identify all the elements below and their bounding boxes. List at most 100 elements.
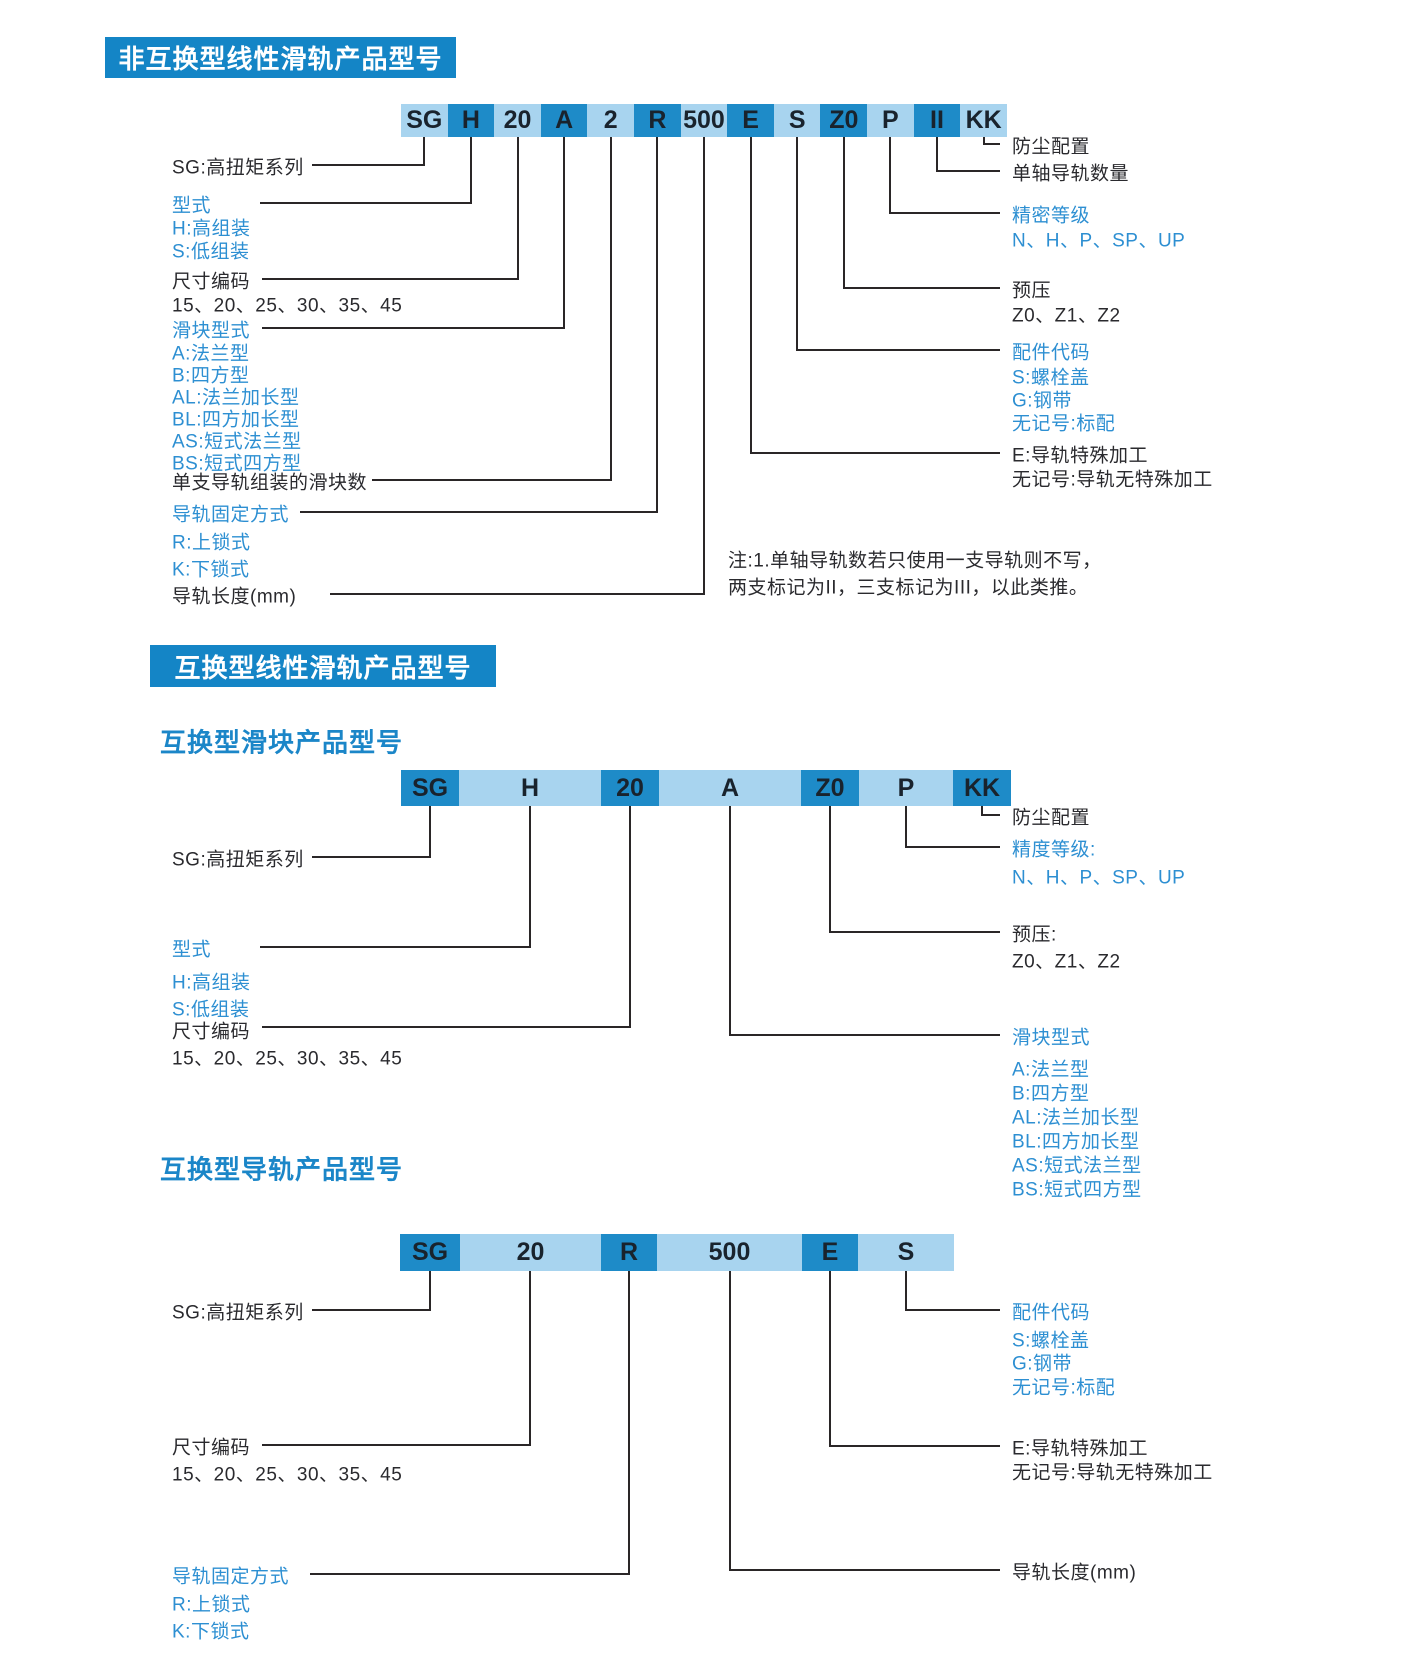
series-label: SG:高扭矩系列 xyxy=(172,1302,304,1324)
block-item: B:四方型 xyxy=(1012,1083,1090,1105)
connector-line xyxy=(429,1271,431,1311)
size-title: 尺寸编码 xyxy=(172,1437,251,1459)
block-item: B:四方型 xyxy=(172,365,250,387)
accessory-item: G:钢带 xyxy=(1012,1353,1073,1375)
connector-line xyxy=(310,1573,630,1575)
code-segment: H xyxy=(459,770,601,806)
size-title: 尺寸编码 xyxy=(172,1021,251,1043)
accessory-item: S:螺栓盖 xyxy=(1012,367,1090,389)
connector-line xyxy=(262,1444,531,1446)
fix-item: K:下锁式 xyxy=(172,559,250,581)
connector-line xyxy=(829,806,831,933)
connector-line xyxy=(936,170,1000,172)
connector-line xyxy=(656,137,658,513)
dust-label: 防尘配置 xyxy=(1012,807,1091,829)
code-segment: KK xyxy=(960,104,1007,137)
connector-line xyxy=(829,1445,1000,1447)
block-item: AL:法兰加长型 xyxy=(1012,1107,1140,1129)
connector-line xyxy=(429,806,431,858)
connector-line xyxy=(262,1026,631,1028)
connector-line xyxy=(981,806,983,816)
code-segment: SG xyxy=(400,1234,460,1271)
precision-title: 精度等级: xyxy=(1012,839,1096,861)
code-segment: H xyxy=(447,104,495,137)
block-count-label: 单支导轨组装的滑块数 xyxy=(172,472,368,494)
connector-line xyxy=(796,349,1000,351)
code-segment: E xyxy=(802,1234,858,1271)
block-title: 滑块型式 xyxy=(172,320,251,342)
connector-line xyxy=(829,1271,831,1447)
connector-line xyxy=(260,946,531,948)
series-label: SG:高扭矩系列 xyxy=(172,157,304,179)
connector-line xyxy=(563,137,565,329)
special-machining-label: E:导轨特殊加工 xyxy=(1012,445,1148,467)
type-title: 型式 xyxy=(172,195,212,217)
series-label: SG:高扭矩系列 xyxy=(172,849,304,871)
code-segment: 2 xyxy=(587,104,635,137)
s2-model-code-bar: SG H 20 A Z0 P KK xyxy=(401,770,1011,806)
block-item: A:法兰型 xyxy=(172,343,250,365)
size-values: 15、20、25、30、35、45 xyxy=(172,295,403,317)
special-machining-none-label: 无记号:导轨无特殊加工 xyxy=(1012,469,1213,491)
code-segment: 500 xyxy=(657,1234,802,1271)
size-values: 15、20、25、30、35、45 xyxy=(172,1048,403,1070)
type-item: S:低组装 xyxy=(172,999,250,1021)
block-item: BL:四方加长型 xyxy=(172,409,300,431)
preload-values: Z0、Z1、Z2 xyxy=(1012,305,1121,327)
connector-line xyxy=(312,856,431,858)
fix-title: 导轨固定方式 xyxy=(172,504,290,526)
block-item: AL:法兰加长型 xyxy=(172,387,300,409)
accessory-title: 配件代码 xyxy=(1012,342,1091,364)
precision-title: 精密等级 xyxy=(1012,205,1091,227)
connector-line xyxy=(889,212,1000,214)
size-title: 尺寸编码 xyxy=(172,271,251,293)
code-segment: 20 xyxy=(601,770,659,806)
connector-line xyxy=(983,143,1000,145)
rail-qty-label: 单轴导轨数量 xyxy=(1012,163,1130,185)
code-segment: P xyxy=(859,770,953,806)
connector-line xyxy=(829,931,1000,933)
rail-length-label: 导轨长度(mm) xyxy=(172,586,297,608)
connector-line xyxy=(750,452,1000,454)
accessory-item: G:钢带 xyxy=(1012,390,1073,412)
connector-line xyxy=(610,137,612,481)
note-line: 两支标记为II，三支标记为III，以此类推。 xyxy=(728,577,1089,599)
connector-line xyxy=(905,806,907,848)
block-item: AS:短式法兰型 xyxy=(1012,1155,1142,1177)
connector-line xyxy=(981,814,1000,816)
connector-line xyxy=(529,806,531,948)
code-segment: P xyxy=(867,104,914,137)
code-segment: Z0 xyxy=(820,104,868,137)
fix-title: 导轨固定方式 xyxy=(172,1566,290,1588)
section2-header: 互换型线性滑轨产品型号 xyxy=(150,645,496,687)
connector-line xyxy=(262,278,519,280)
connector-line xyxy=(312,164,425,166)
note-line: 注:1.单轴导轨数若只使用一支导轨则不写， xyxy=(728,550,1102,572)
connector-line xyxy=(703,137,705,595)
connector-line xyxy=(529,1271,531,1446)
code-segment: 20 xyxy=(460,1234,601,1271)
accessory-item: S:螺栓盖 xyxy=(1012,1330,1090,1352)
code-segment: KK xyxy=(953,770,1011,806)
fix-item: R:上锁式 xyxy=(172,532,251,554)
code-segment: S xyxy=(773,104,821,137)
connector-line xyxy=(983,137,985,145)
code-segment: II xyxy=(913,104,961,137)
block-item: BS:短式四方型 xyxy=(1012,1179,1142,1201)
connector-line xyxy=(372,479,612,481)
section1-header: 非互换型线性滑轨产品型号 xyxy=(105,37,456,78)
special-machining-none-label: 无记号:导轨无特殊加工 xyxy=(1012,1462,1213,1484)
rail-length-label: 导轨长度(mm) xyxy=(1012,1562,1137,1584)
precision-values: N、H、P、SP、UP xyxy=(1012,230,1186,252)
precision-values: N、H、P、SP、UP xyxy=(1012,867,1186,889)
connector-line xyxy=(330,593,705,595)
accessory-title: 配件代码 xyxy=(1012,1302,1091,1324)
connector-line xyxy=(470,137,472,204)
connector-line xyxy=(843,287,1000,289)
connector-line xyxy=(729,1271,731,1571)
s1-model-code-bar: SG H 20 A 2 R 500 E S Z0 P II KK xyxy=(401,104,1007,137)
connector-line xyxy=(729,806,731,1036)
connector-line xyxy=(517,137,519,280)
preload-title: 预压 xyxy=(1012,280,1052,302)
section3-subtitle: 互换型导轨产品型号 xyxy=(160,1154,404,1185)
